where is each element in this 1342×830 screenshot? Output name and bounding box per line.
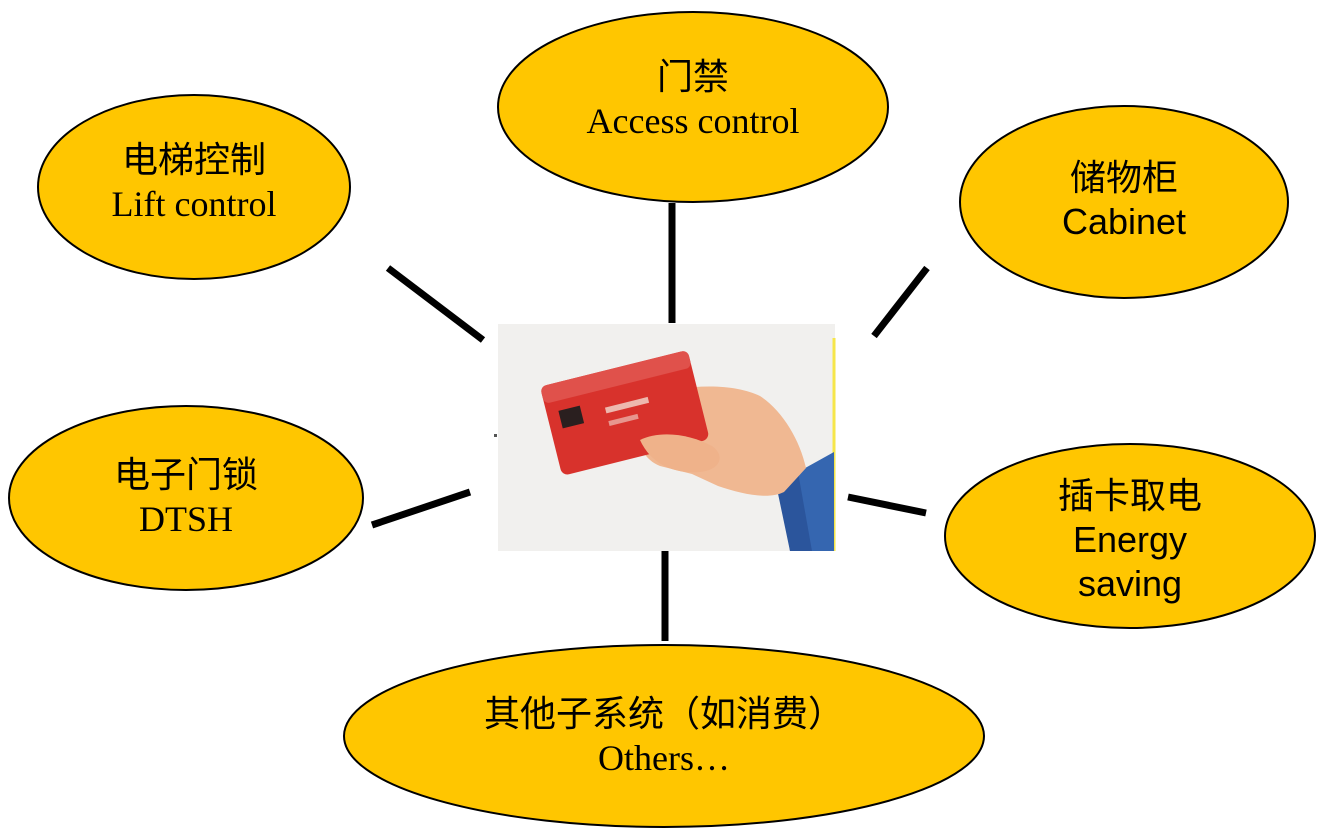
node-cabinet: 储物柜 Cabinet <box>994 156 1254 244</box>
node-lock-shape <box>8 405 364 591</box>
node-lift-label-en: Lift control <box>111 184 277 224</box>
node-access-shape <box>497 11 889 203</box>
connector-cabinet <box>871 265 930 339</box>
connector-lock <box>370 488 472 529</box>
node-access-label-en: Access control <box>586 101 800 141</box>
fingers-shape <box>640 434 720 473</box>
card-chip <box>558 405 585 429</box>
connector-lift <box>385 265 486 343</box>
node-lift: 电梯控制 Lift control <box>64 138 324 226</box>
hand-holding-card-icon <box>494 324 836 551</box>
node-lock: 电子门锁 DTSH <box>56 453 316 541</box>
node-lock-label-cn: 电子门锁 <box>113 455 258 495</box>
sleeve-cuff <box>776 472 812 551</box>
node-energy-label-en2: saving <box>1077 563 1183 604</box>
connector-energy <box>847 493 927 517</box>
node-others-label-cn: 其他子系统（如消费） <box>483 694 844 734</box>
node-cabinet-label-cn: 储物柜 <box>1069 158 1178 198</box>
node-cabinet-label-en: Cabinet <box>1061 201 1187 242</box>
node-energy: 插卡取电 Energy saving <box>1000 474 1260 606</box>
node-energy-shape <box>944 443 1316 629</box>
node-lift-shape <box>37 94 351 280</box>
nodes <box>8 11 1316 828</box>
node-energy-label-cn: 插卡取电 <box>1057 476 1202 516</box>
node-energy-label-en1: Energy <box>1072 519 1188 560</box>
connectors <box>370 203 930 641</box>
node-others-label-en: Others… <box>598 738 730 778</box>
node-access: 门禁 Access control <box>543 55 843 143</box>
node-others-shape <box>343 644 985 828</box>
node-access-label-cn: 门禁 <box>656 57 729 97</box>
node-cabinet-shape <box>959 105 1289 299</box>
node-lock-label-en: DTSH <box>138 499 233 539</box>
node-lift-label-cn: 电梯控制 <box>121 140 266 180</box>
node-others: 其他子系统（如消费） Others… <box>434 692 894 780</box>
